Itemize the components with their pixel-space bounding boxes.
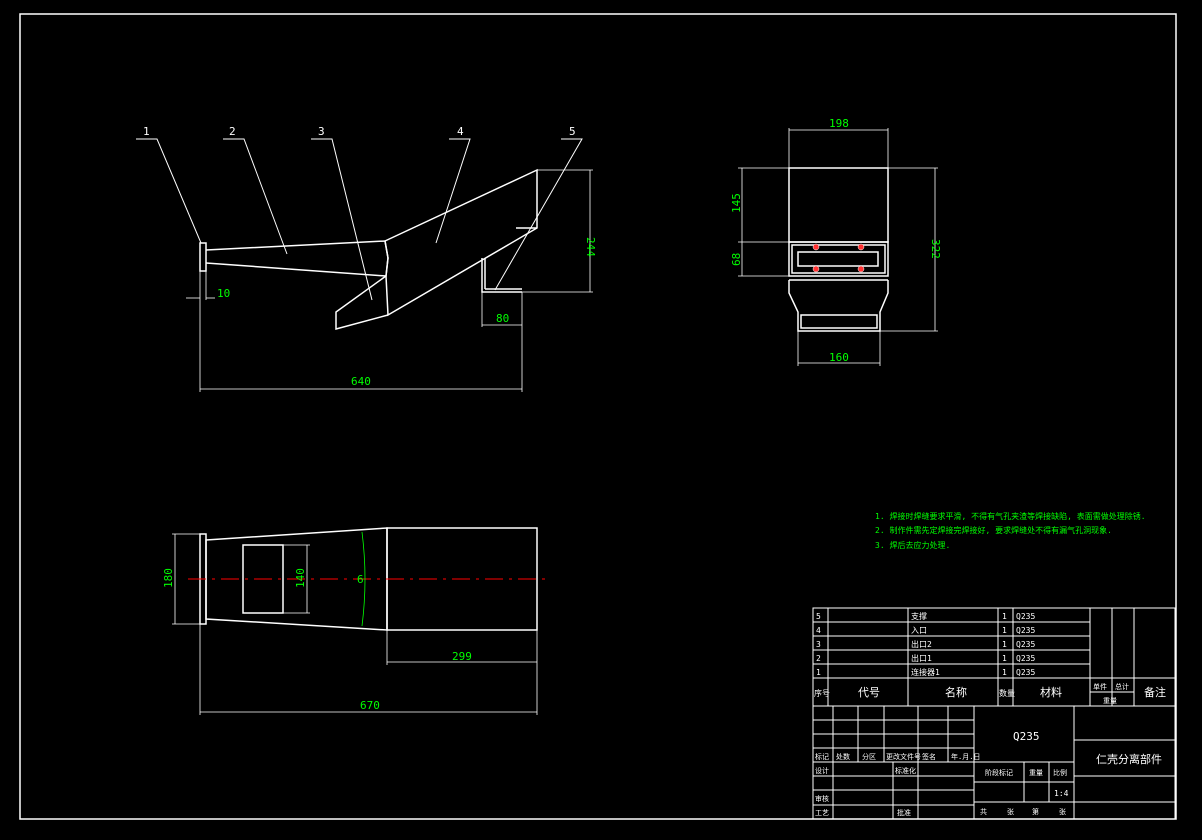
- balloon-5: 5: [569, 125, 576, 138]
- dim-640: 640: [351, 375, 371, 388]
- svg-text:5: 5: [816, 612, 821, 621]
- svg-text:Q235: Q235: [1016, 668, 1035, 677]
- svg-text:Q235: Q235: [1016, 626, 1035, 635]
- dim-140: 140: [294, 568, 307, 588]
- flange-part-1: [199, 242, 207, 272]
- svg-text:数量: 数量: [999, 688, 1015, 698]
- sheet-border: [19, 13, 1177, 820]
- dim-6: 6: [357, 573, 364, 586]
- svg-text:1: 1: [1002, 612, 1007, 621]
- outlet-part-3: [335, 275, 389, 330]
- balloon-3: 3: [318, 125, 325, 138]
- drawing-scale: 1:4: [1054, 789, 1069, 798]
- svg-text:出口1: 出口1: [911, 653, 932, 663]
- balloon-2: 2: [229, 125, 236, 138]
- note-1: 1. 焊接时焊缝要求平滑, 不得有气孔夹渣等焊接缺陷, 表面需做处理除锈.: [875, 511, 1146, 521]
- svg-text:Q235: Q235: [1016, 654, 1035, 663]
- dim-670: 670: [360, 699, 380, 712]
- svg-text:序号: 序号: [814, 688, 830, 698]
- title-block-labels: 标记 处数 分区 更改文件号 签名 年.月.日 设计 标准化 审核 工艺 批准 …: [815, 752, 1067, 817]
- bom-header: 序号 代号 名称 数量 材料 单件 总计 重量 备注: [814, 682, 1166, 705]
- balloon-4: 4: [457, 125, 464, 138]
- title-material: Q235: [1013, 730, 1040, 743]
- dim-80: 80: [496, 312, 509, 325]
- side-outlet: [800, 314, 878, 329]
- svg-text:入口: 入口: [911, 626, 927, 635]
- svg-text:年.月.日: 年.月.日: [951, 752, 980, 761]
- svg-text:标记: 标记: [815, 752, 829, 761]
- svg-text:重量: 重量: [1029, 769, 1043, 777]
- side-flange: [788, 241, 889, 277]
- bom-row: 2 出口1 1 Q235: [816, 653, 1035, 663]
- dim-160: 160: [829, 351, 849, 364]
- svg-text:总计: 总计: [1115, 682, 1129, 691]
- svg-text:比例: 比例: [1053, 768, 1067, 777]
- svg-text:连接器1: 连接器1: [911, 667, 940, 677]
- dim-322: 322: [929, 239, 942, 259]
- note-3: 3. 焊后去应力处理.: [875, 540, 950, 550]
- dim-244: 244: [584, 237, 597, 257]
- side-view-dimensions: [738, 128, 938, 366]
- technical-notes: 1. 焊接时焊缝要求平滑, 不得有气孔夹渣等焊接缺陷, 表面需做处理除锈. 2.…: [875, 511, 1146, 550]
- svg-text:4: 4: [816, 626, 821, 635]
- side-lower-hopper: [788, 280, 889, 332]
- svg-text:材料: 材料: [1040, 685, 1062, 699]
- dim-180: 180: [162, 568, 175, 588]
- title-block: [812, 705, 1176, 820]
- svg-text:标准化: 标准化: [895, 766, 916, 775]
- svg-text:1: 1: [1002, 640, 1007, 649]
- svg-text:张: 张: [1059, 807, 1066, 816]
- svg-text:重量: 重量: [1103, 697, 1117, 705]
- top-view-dimensions: [172, 533, 538, 715]
- dim-145: 145: [730, 193, 743, 213]
- svg-text:1: 1: [1002, 626, 1007, 635]
- svg-text:1: 1: [816, 668, 821, 677]
- svg-text:更改文件号: 更改文件号: [886, 752, 921, 761]
- balloon-1: 1: [143, 125, 150, 138]
- svg-text:1: 1: [1002, 654, 1007, 663]
- dim-68: 68: [730, 253, 743, 266]
- svg-text:共: 共: [980, 807, 987, 816]
- svg-text:签名: 签名: [922, 752, 936, 761]
- svg-text:单件: 单件: [1093, 682, 1107, 691]
- svg-text:备注: 备注: [1144, 685, 1166, 699]
- svg-text:第: 第: [1032, 807, 1039, 816]
- svg-text:设计: 设计: [815, 766, 829, 775]
- front-view-dimensions: [186, 169, 593, 392]
- dim-198: 198: [829, 117, 849, 130]
- bom-table: [812, 607, 1176, 707]
- svg-text:支撑: 支撑: [911, 611, 927, 621]
- svg-text:名称: 名称: [945, 685, 967, 699]
- svg-text:出口2: 出口2: [911, 639, 932, 649]
- dim-299: 299: [452, 650, 472, 663]
- svg-text:分区: 分区: [862, 752, 876, 761]
- svg-text:工艺: 工艺: [815, 809, 829, 817]
- svg-text:3: 3: [816, 640, 821, 649]
- svg-text:代号: 代号: [858, 686, 880, 699]
- dim-6-arc: [361, 531, 366, 627]
- note-2: 2. 制作件需先定焊接完焊接好, 要求焊缝处不得有漏气孔洞现象.: [875, 525, 1112, 535]
- top-inlet-opening: [242, 544, 284, 614]
- svg-text:Q235: Q235: [1016, 612, 1035, 621]
- svg-text:张: 张: [1007, 807, 1014, 816]
- balloon-leaders: [136, 138, 583, 301]
- bom-row: 1 连接器1 1 Q235: [816, 667, 1035, 677]
- side-view: [788, 167, 889, 332]
- svg-text:批准: 批准: [897, 808, 911, 817]
- svg-text:2: 2: [816, 654, 821, 663]
- drawing-title: 仁壳分离部件: [1096, 752, 1162, 766]
- bom-row: 3 出口2 1 Q235: [816, 639, 1035, 649]
- svg-text:阶段标记: 阶段标记: [985, 768, 1013, 777]
- side-bolts: [812, 243, 865, 273]
- svg-text:Q235: Q235: [1016, 640, 1035, 649]
- svg-text:审核: 审核: [815, 794, 829, 803]
- bom-rows: 5 支撑 1 Q235 4 入口 1 Q235 3 出口2 1 Q235 2 出…: [816, 611, 1035, 677]
- svg-text:1: 1: [1002, 668, 1007, 677]
- dim-10: 10: [217, 287, 230, 300]
- side-window: [797, 251, 879, 267]
- bom-row: 5 支撑 1 Q235: [816, 611, 1035, 621]
- svg-text:处数: 处数: [836, 752, 850, 761]
- bom-row: 4 入口 1 Q235: [816, 626, 1035, 635]
